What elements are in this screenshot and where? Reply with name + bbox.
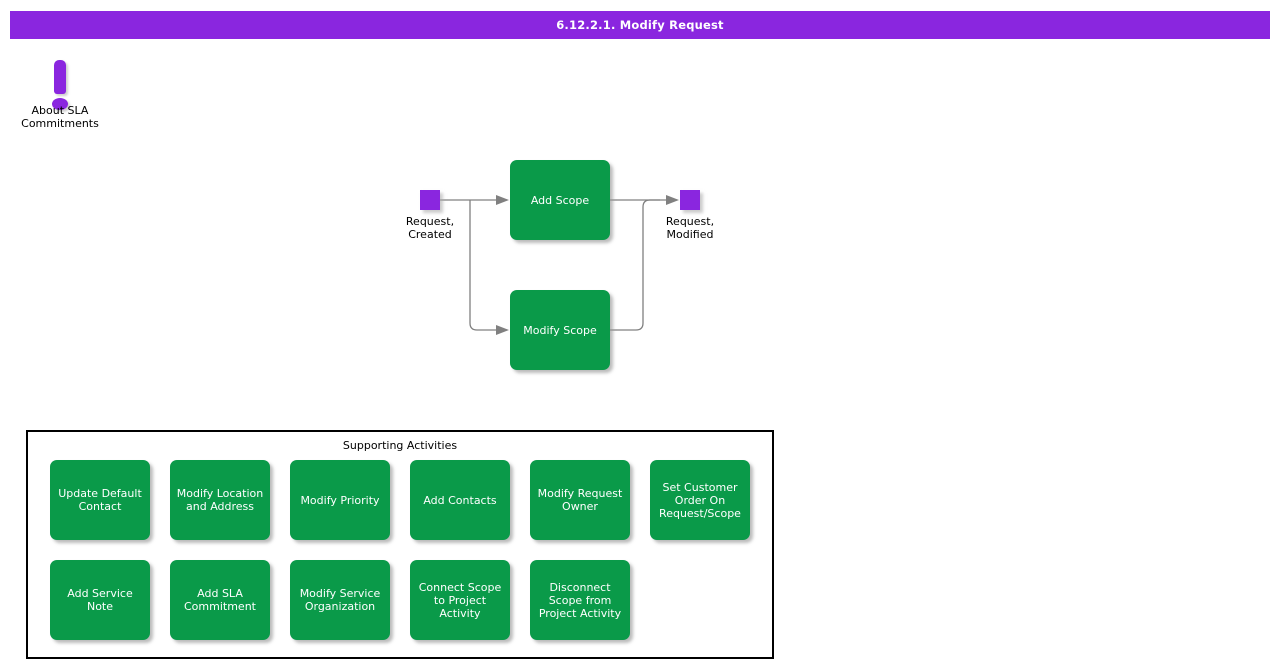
exclamation-icon (54, 60, 66, 94)
activity-add-scope[interactable]: Add Scope (510, 160, 610, 240)
activity-add-scope-label: Add Scope (530, 193, 590, 207)
supporting-label: Modify Service Organization (299, 587, 381, 613)
start-event-request-created (420, 190, 440, 210)
page-title: 6.12.2.1. Modify Request (556, 18, 724, 32)
supporting-disconnect-scope-from-project-activity[interactable]: Disconnect Scope from Project Activity (530, 560, 630, 640)
supporting-label: Add SLA Commitment (184, 587, 256, 613)
supporting-activities-container (26, 430, 774, 659)
supporting-set-customer-order[interactable]: Set Customer Order On Request/Scope (650, 460, 750, 540)
arrowhead-modify-scope (496, 325, 509, 335)
supporting-activities-title: Supporting Activities (342, 439, 458, 452)
arrowhead-end-event (666, 195, 679, 205)
supporting-add-contacts[interactable]: Add Contacts (410, 460, 510, 540)
supporting-connect-scope-to-project-activity[interactable]: Connect Scope to Project Activity (410, 560, 510, 640)
title-bar: 6.12.2.1. Modify Request (10, 11, 1270, 39)
supporting-add-sla-commitment[interactable]: Add SLA Commitment (170, 560, 270, 640)
supporting-label: Add Service Note (67, 587, 133, 613)
supporting-label: Modify Request Owner (537, 487, 623, 513)
supporting-modify-service-organization[interactable]: Modify Service Organization (290, 560, 390, 640)
activity-modify-scope-label: Modify Scope (523, 323, 597, 337)
about-sla-label: About SLA Commitments (21, 104, 99, 130)
supporting-label: Connect Scope to Project Activity (418, 580, 502, 620)
exclamation-icon-dot (52, 98, 68, 110)
supporting-label: Set Customer Order On Request/Scope (659, 480, 741, 520)
supporting-label: Disconnect Scope from Project Activity (538, 580, 622, 620)
supporting-label: Update Default Contact (58, 487, 142, 513)
supporting-modify-priority[interactable]: Modify Priority (290, 460, 390, 540)
end-event-request-modified (680, 190, 700, 210)
supporting-add-service-note[interactable]: Add Service Note (50, 560, 150, 640)
supporting-modify-request-owner[interactable]: Modify Request Owner (530, 460, 630, 540)
supporting-modify-location-and-address[interactable]: Modify Location and Address (170, 460, 270, 540)
supporting-update-default-contact[interactable]: Update Default Contact (50, 460, 150, 540)
start-event-label: Request, Created (405, 215, 455, 241)
supporting-label: Modify Location and Address (176, 487, 264, 513)
activity-modify-scope[interactable]: Modify Scope (510, 290, 610, 370)
supporting-label: Add Contacts (423, 493, 497, 507)
about-sla-link[interactable]: About SLA Commitments (20, 55, 100, 135)
arrowhead-add-scope (496, 195, 509, 205)
supporting-label: Modify Priority (300, 493, 380, 507)
end-event-label: Request, Modified (665, 215, 715, 241)
